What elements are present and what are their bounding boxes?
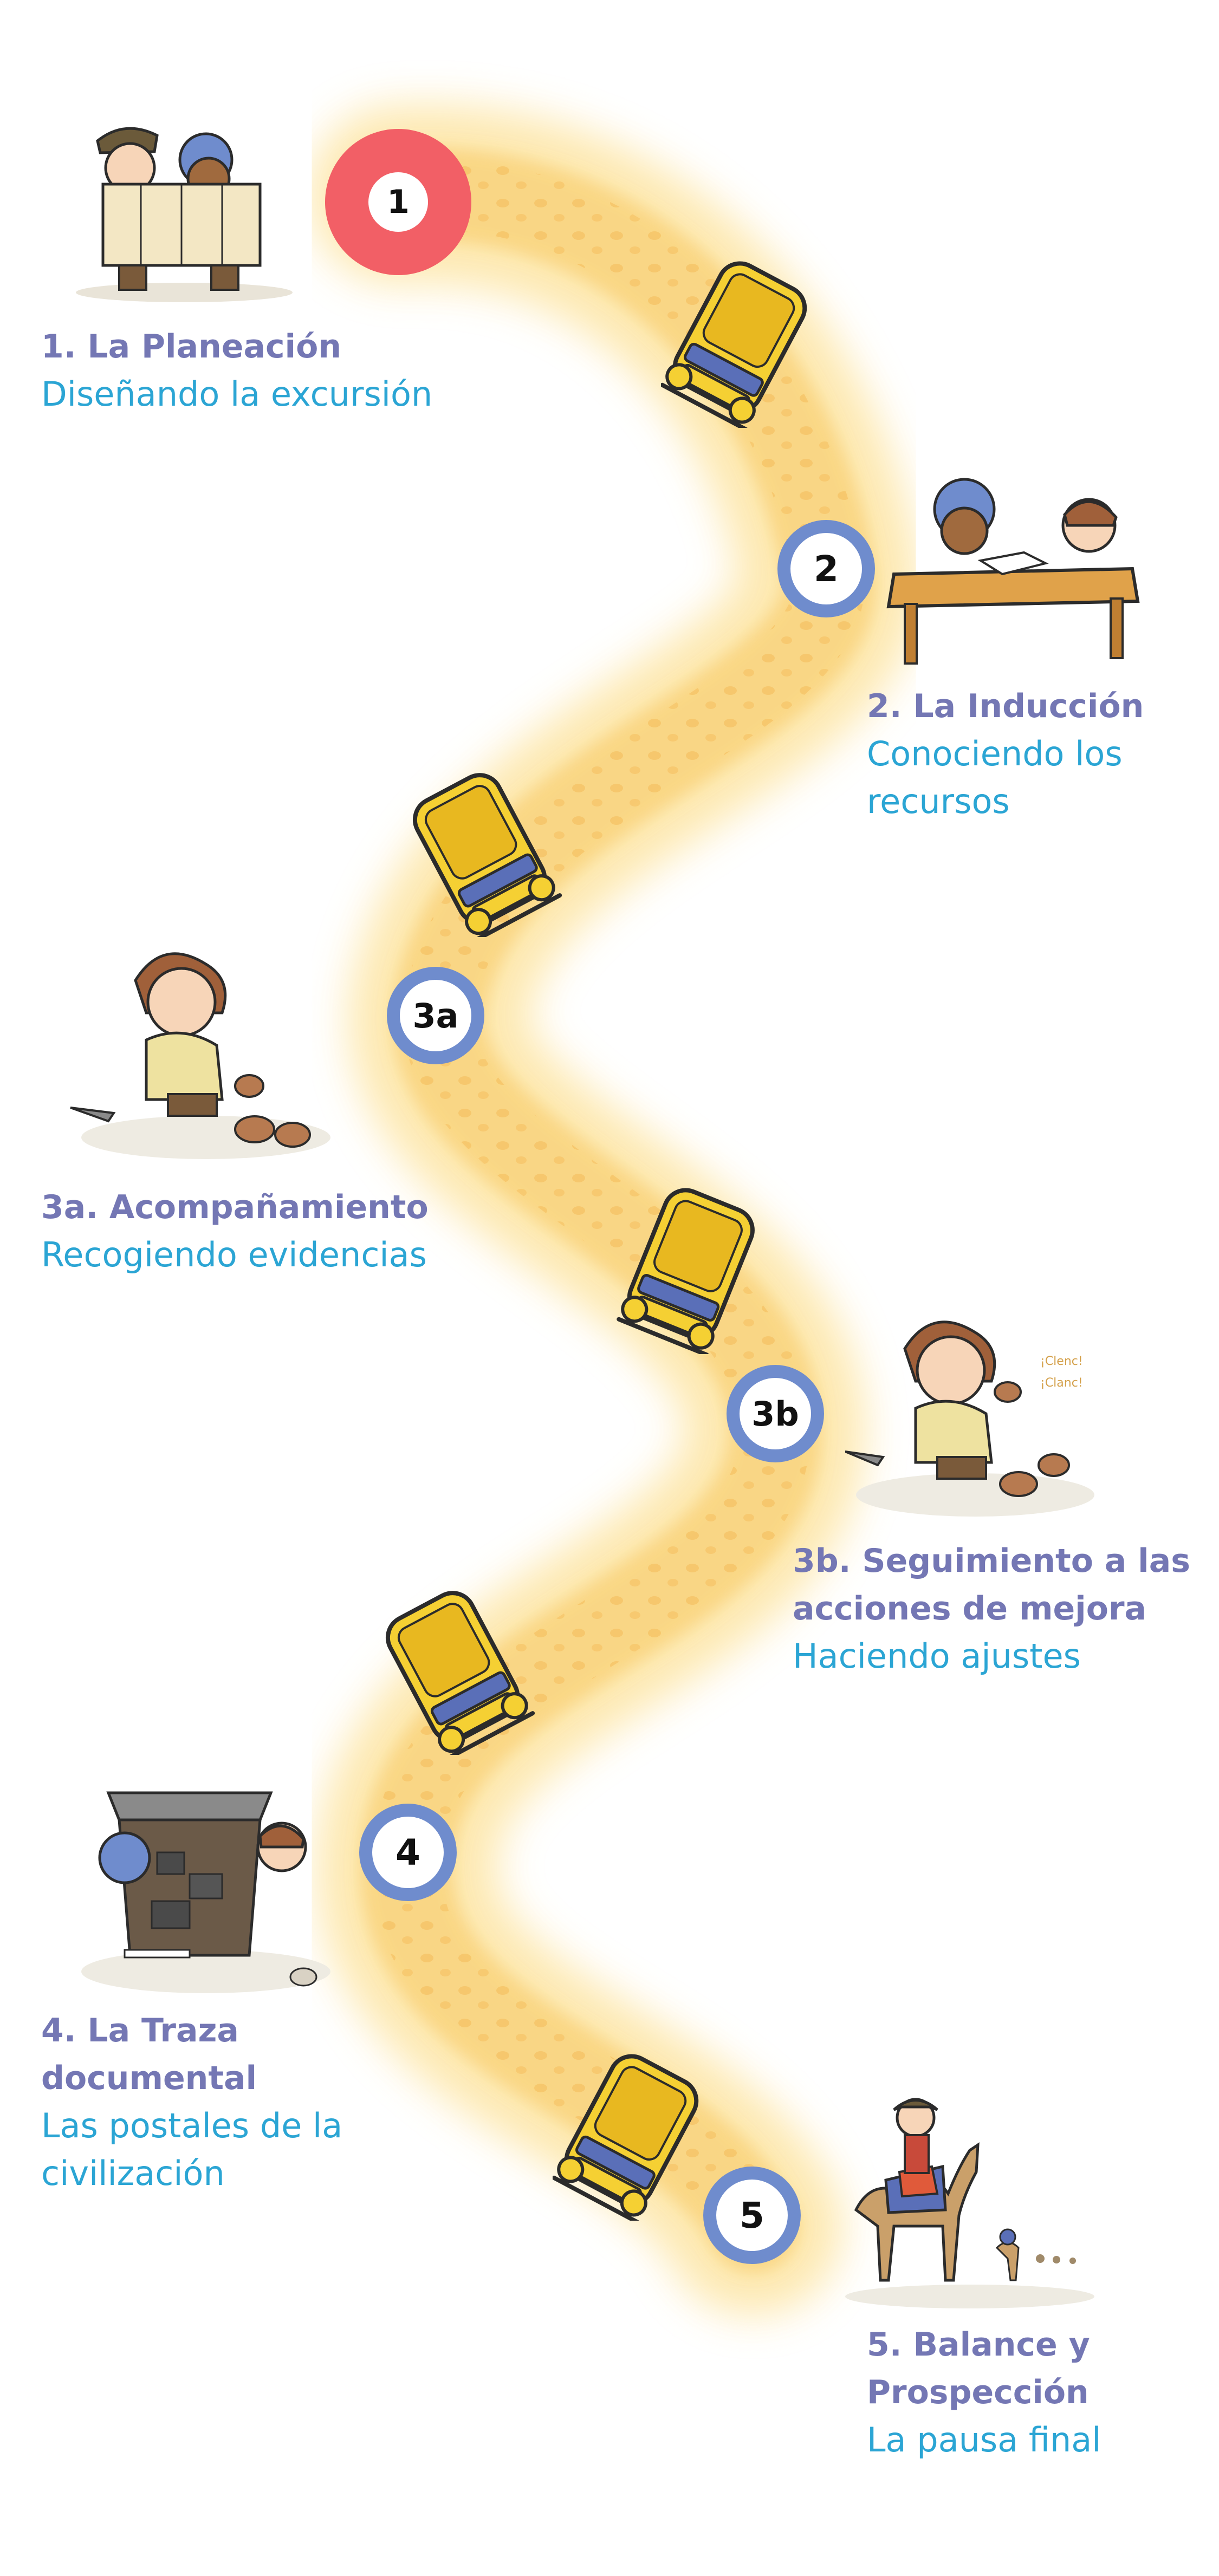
step-number: 4 xyxy=(372,1817,444,1888)
children-reading-map-illustration xyxy=(76,127,293,302)
stage-subtitle: Diseñando la excursión xyxy=(41,374,433,414)
stage-title: 1. La Planeación xyxy=(41,328,342,366)
children-excavation-illustration xyxy=(81,1791,330,1993)
stage-title-line1: 4. La Traza xyxy=(41,2012,239,2050)
stage-3b-label: 3b. Seguimiento a las acciones de mejora… xyxy=(793,1537,1190,1680)
stage-title-line2: documental xyxy=(41,2059,257,2097)
step-number: 2 xyxy=(790,533,862,604)
stage-title-line2: acciones de mejora xyxy=(793,1590,1147,1628)
stage-title-line1: 3b. Seguimiento a las xyxy=(793,1542,1190,1580)
stage-subtitle-line2: civilización xyxy=(41,2154,225,2193)
step-marker-1: 1 xyxy=(325,129,471,275)
stage-title-line2: Prospección xyxy=(867,2373,1089,2411)
step-marker-3a: 3a xyxy=(387,967,484,1064)
stage-subtitle-line1: Las postales de la xyxy=(41,2106,343,2145)
school-bus-icon xyxy=(385,1591,535,1755)
stage-subtitle: Haciendo ajustes xyxy=(793,1636,1081,1676)
school-bus-icon xyxy=(661,261,807,428)
stage-subtitle-line1: Conociendo los xyxy=(867,734,1123,773)
step-number: 3b xyxy=(740,1378,811,1449)
sound-text-clanc: ¡Clanc! xyxy=(1040,1376,1083,1390)
stage-subtitle-line2: recursos xyxy=(867,782,1010,821)
stage-title: 2. La Inducción xyxy=(867,687,1144,725)
stage-3a-label: 3a. Acompañamiento Recogiendo evidencias xyxy=(41,1183,429,1279)
stage-title: 3a. Acompañamiento xyxy=(41,1188,429,1226)
stage-1-label: 1. La Planeación Diseñando la excursión xyxy=(41,323,432,418)
explorer-riding-camel-illustration xyxy=(845,2098,1094,2308)
school-bus-icon xyxy=(412,773,562,937)
stage-subtitle: La pausa final xyxy=(867,2420,1101,2460)
step-marker-4: 4 xyxy=(359,1804,457,1901)
stage-2-label: 2. La Inducción Conociendo los recursos xyxy=(867,682,1144,825)
children-studying-illustration xyxy=(886,478,1140,665)
sound-text-clenc: ¡Clenc! xyxy=(1040,1355,1083,1368)
step-marker-2: 2 xyxy=(777,520,875,617)
stage-subtitle: Recogiendo evidencias xyxy=(41,1235,427,1274)
girl-tapping-stones-illustration: ¡Clenc! ¡Clanc! xyxy=(845,1320,1094,1517)
step-marker-5: 5 xyxy=(703,2167,801,2264)
step-number: 3a xyxy=(400,980,471,1051)
stage-4-label: 4. La Traza documental Las postales de l… xyxy=(41,2007,342,2197)
step-number: 1 xyxy=(368,172,428,232)
stage-5-label: 5. Balance y Prospección La pausa final xyxy=(867,2321,1101,2464)
girl-collecting-stones-illustration xyxy=(70,952,330,1159)
stage-title-line1: 5. Balance y xyxy=(867,2326,1090,2364)
school-bus-icon xyxy=(617,1188,755,1354)
step-number: 5 xyxy=(716,2180,788,2251)
school-bus-icon xyxy=(553,2054,699,2221)
step-marker-3b: 3b xyxy=(727,1365,824,1462)
